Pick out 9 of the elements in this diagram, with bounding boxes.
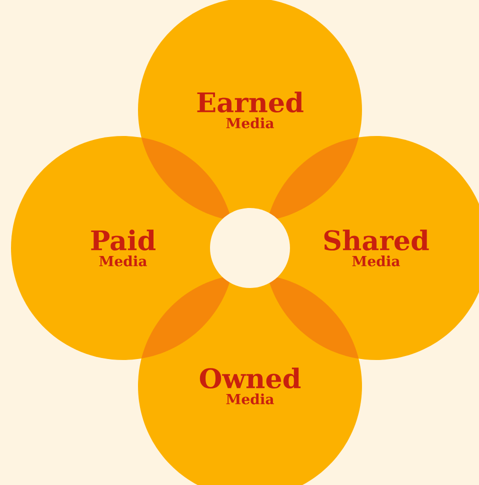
node-label: Media xyxy=(226,118,274,128)
node-label: Media xyxy=(99,256,147,266)
node-label: Shared xyxy=(324,230,429,251)
center-circle xyxy=(210,208,290,288)
node-label: Media xyxy=(226,394,274,404)
node-label: Owned xyxy=(200,368,301,389)
node-label: Media xyxy=(352,256,400,266)
node-label: Paid xyxy=(91,230,156,251)
node-label: Earned xyxy=(197,92,304,113)
